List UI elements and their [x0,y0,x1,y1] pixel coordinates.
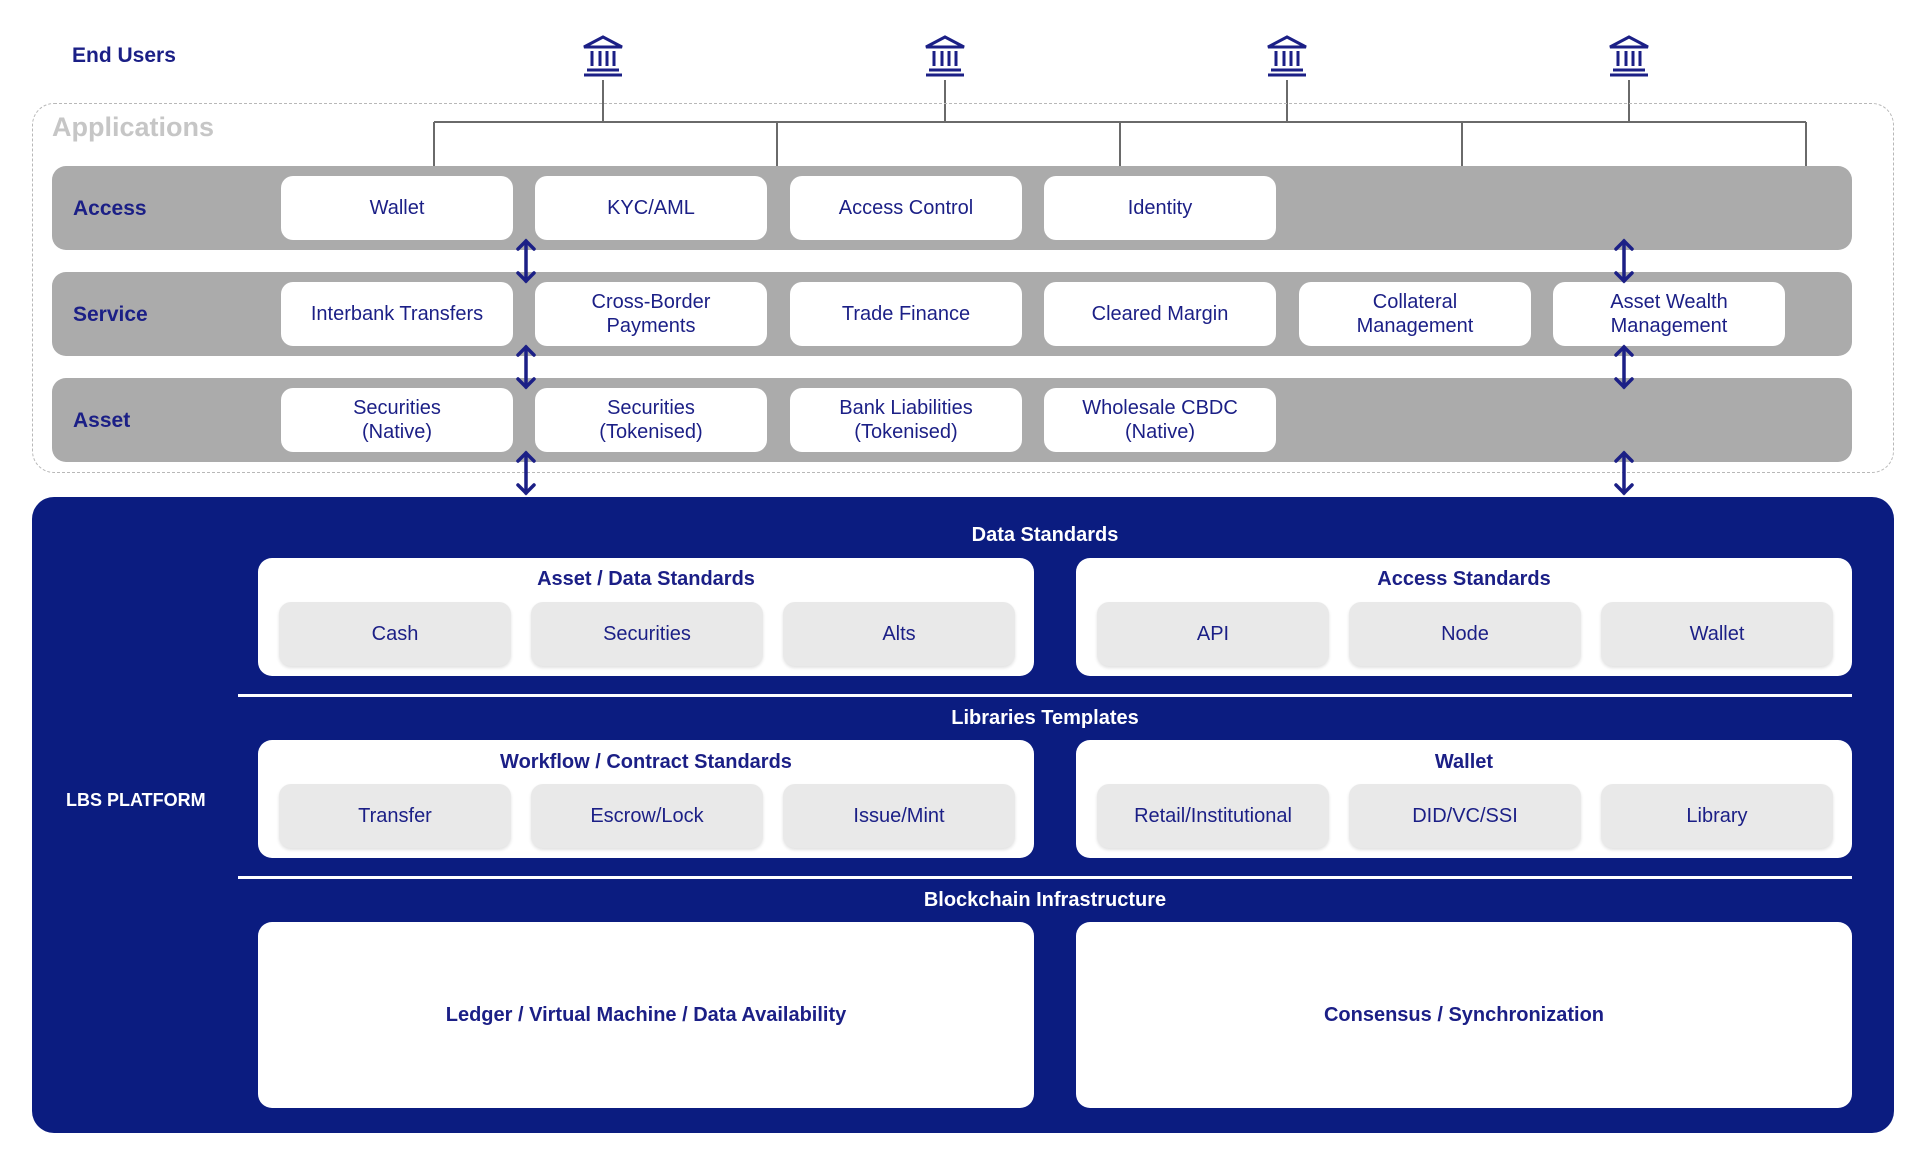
bank-icon [583,35,623,77]
consensus-panel: Consensus / Synchronization [1076,922,1852,1108]
access-layer-label: Access [73,197,147,220]
access-chip-wallet: Wallet [1601,602,1833,666]
access-item-access-control: Access Control [790,176,1022,240]
asset-item-wholesale-cbdc-native: Wholesale CBDC (Native) [1044,388,1276,452]
asset-data-standards-title: Asset / Data Standards [537,568,755,590]
ledger-panel: Ledger / Virtual Machine / Data Availabi… [258,922,1034,1108]
access-item-identity: Identity [1044,176,1276,240]
service-item-interbank-transfers: Interbank Transfers [281,282,513,346]
asset-item-bank-liabilities-tokenised: Bank Liabilities (Tokenised) [790,388,1022,452]
service-layer-label: Service [73,303,148,326]
libraries-templates-title: Libraries Templates [951,707,1139,729]
lbs-platform-label: LBS PLATFORM [66,790,206,810]
service-item-cross-border-payments: Cross-Border Payments [535,282,767,346]
access-standards-title: Access Standards [1377,568,1551,590]
asset-layer-label: Asset [73,409,131,432]
service-item-cleared-margin: Cleared Margin [1044,282,1276,346]
asset-item-securities-native: Securities (Native) [281,388,513,452]
service-item-trade-finance: Trade Finance [790,282,1022,346]
bank-icon [1267,35,1307,77]
workflow-chip-transfer: Transfer [279,784,511,848]
connector-lines [433,80,1807,166]
data-standards-title: Data Standards [971,524,1119,546]
data-chip-securities: Securities [531,602,763,666]
double-arrow-icon [516,238,536,284]
wallet-chip-did-vc-ssi: DID/VC/SSI [1349,784,1581,848]
double-arrow-icon [516,450,536,496]
data-chip-cash: Cash [279,602,511,666]
access-chip-api: API [1097,602,1329,666]
bank-icon [1609,35,1649,77]
blockchain-infrastructure-title: Blockchain Infrastructure [923,889,1167,911]
bank-icon [925,35,965,77]
double-arrow-icon [1614,238,1634,284]
double-arrow-icon [516,344,536,390]
double-arrow-icon [1614,344,1634,390]
service-item-asset-wealth-management: Asset Wealth Management [1553,282,1785,346]
workflow-standards-title: Workflow / Contract Standards [500,751,792,773]
section-divider [238,694,1852,697]
data-chip-alts: Alts [783,602,1015,666]
access-item-wallet: Wallet [281,176,513,240]
access-item-kyc-aml: KYC/AML [535,176,767,240]
workflow-chip-escrow-lock: Escrow/Lock [531,784,763,848]
end-users-label: End Users [72,44,176,67]
applications-title: Applications [52,112,215,142]
section-divider [238,876,1852,879]
applications-frame [32,103,1894,473]
consensus-label: Consensus / Synchronization [1323,1003,1605,1026]
asset-item-securities-tokenised: Securities (Tokenised) [535,388,767,452]
service-item-collateral-management: Collateral Management [1299,282,1531,346]
wallet-library-title: Wallet [1434,751,1494,773]
workflow-chip-issue-mint: Issue/Mint [783,784,1015,848]
access-chip-node: Node [1349,602,1581,666]
double-arrow-icon [1614,450,1634,496]
wallet-chip-library: Library [1601,784,1833,848]
wallet-chip-retail-institutional: Retail/Institutional [1097,784,1329,848]
ledger-label: Ledger / Virtual Machine / Data Availabi… [445,1003,847,1026]
